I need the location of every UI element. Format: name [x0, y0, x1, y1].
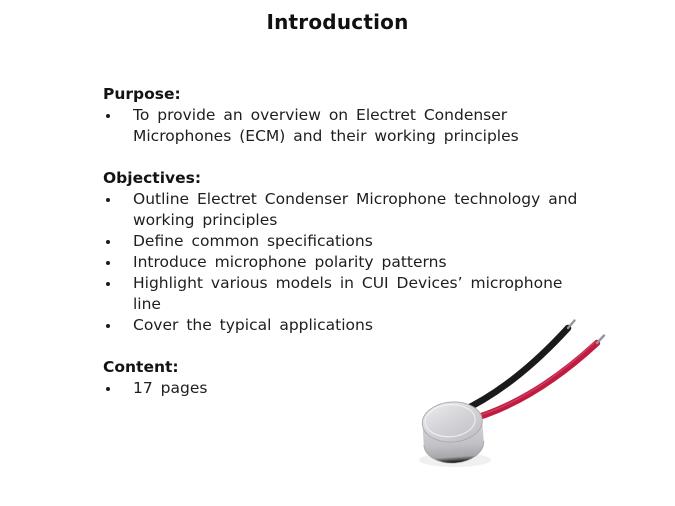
section-purpose: Purpose: To provide an overview on Elect…	[103, 84, 623, 147]
microphone-product-photo	[419, 319, 606, 467]
list-item: 17 pages	[103, 378, 623, 399]
bullet-icon	[103, 252, 133, 273]
section-objectives: Objectives: Outline Electret Condenser M…	[103, 168, 623, 336]
bullet-text: To provide an overview on Electret Conde…	[133, 106, 508, 124]
list-item: Define common specifications	[103, 231, 623, 252]
list-item: Highlight various models in CUI Devices’…	[103, 273, 623, 315]
bullet-icon	[103, 105, 133, 126]
bullet-icon	[103, 315, 133, 336]
bullet-icon	[103, 273, 133, 294]
list-item: Cover the typical applications	[103, 315, 623, 336]
bullet-text: Introduce microphone polarity patterns	[133, 253, 447, 271]
bullet-text: 17 pages	[133, 379, 208, 397]
list-item: Introduce microphone polarity patterns	[103, 252, 623, 273]
bullet-text: Microphones (ECM) and their working prin…	[133, 127, 519, 145]
page-title: Introduction	[266, 10, 409, 34]
section-heading: Objectives:	[103, 169, 202, 187]
bullet-icon	[103, 378, 133, 399]
black-wire-tip	[566, 319, 576, 330]
bullet-text: line	[133, 295, 161, 313]
microphone-capsule	[421, 401, 485, 464]
bullet-text: working principles	[133, 211, 278, 229]
section-content: Content: 17 pages	[103, 357, 623, 399]
list-item: Outline Electret Condenser Microphone te…	[103, 189, 623, 231]
red-wire-tip	[595, 334, 606, 345]
red-wire-highlight	[469, 341, 596, 420]
red-wire	[461, 339, 601, 425]
bullet-text: Outline Electret Condenser Microphone te…	[133, 190, 578, 208]
bullet-text: Highlight various models in CUI Devices’…	[133, 274, 563, 292]
bullet-icon	[103, 231, 133, 252]
bullet-icon	[103, 189, 133, 210]
bullet-text: Cover the typical applications	[133, 316, 373, 334]
section-heading: Content:	[103, 358, 179, 376]
list-item: To provide an overview on Electret Conde…	[103, 105, 623, 147]
bullet-text: Define common specifications	[133, 232, 373, 250]
section-heading: Purpose:	[103, 85, 181, 103]
slide-body: Purpose: To provide an overview on Elect…	[103, 84, 623, 399]
